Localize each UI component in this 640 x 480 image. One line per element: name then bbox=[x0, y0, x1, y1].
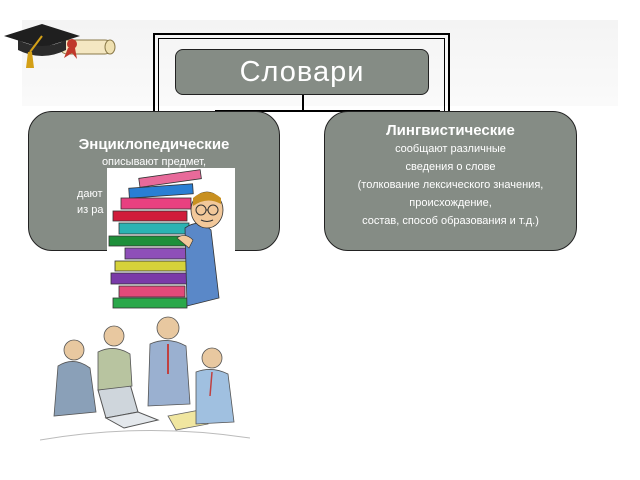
title-frame-outer bbox=[153, 33, 450, 111]
books-stack-clipart bbox=[107, 168, 235, 311]
linguistic-line-5: состав, способ образования и т.д.) bbox=[362, 215, 539, 227]
encyclopedic-line-4: из ра bbox=[77, 204, 104, 216]
linguistic-line-3: (толкование лексического значения, bbox=[357, 179, 544, 191]
linguistic-line-1: сообщают различные bbox=[395, 143, 506, 155]
diagram-title: Словари bbox=[239, 55, 365, 88]
graduation-cap-icon bbox=[4, 24, 116, 68]
connector-horizontal bbox=[215, 110, 440, 112]
linguistic-line-4: происхождение, bbox=[409, 197, 492, 209]
diploma-scroll-icon bbox=[59, 39, 116, 59]
group-at-laptop-clipart bbox=[40, 316, 250, 441]
linguistic-heading: Лингвистические bbox=[386, 122, 515, 139]
title-frame-inner bbox=[158, 38, 445, 111]
encyclopedic-line-3: дают bbox=[77, 188, 103, 200]
connector-vertical bbox=[302, 95, 304, 111]
linguistic-node: Лингвистические сообщают различные сведе… bbox=[324, 111, 577, 251]
encyclopedic-heading: Энциклопедические bbox=[78, 136, 230, 153]
diagram-title-box: Словари bbox=[175, 49, 429, 95]
linguistic-line-2: сведения о слове bbox=[405, 161, 496, 173]
encyclopedic-line-1: описывают предмет, bbox=[101, 156, 207, 168]
